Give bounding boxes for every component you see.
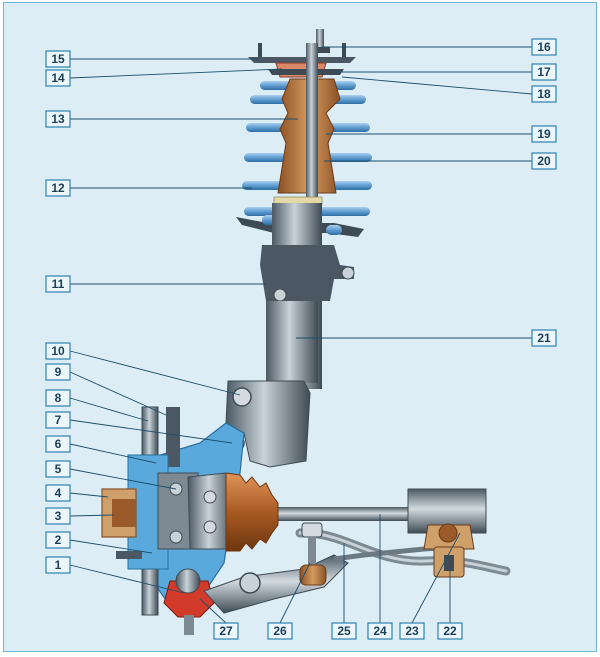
svg-text:19: 19 [537,127,551,141]
svg-text:12: 12 [51,181,65,195]
piston-rod [306,43,318,203]
svg-text:6: 6 [55,437,62,451]
svg-text:1: 1 [55,558,62,572]
svg-text:25: 25 [337,624,351,638]
label-26: 26 [267,622,293,640]
label-13: 13 [45,110,71,128]
label-6: 6 [45,435,71,453]
svg-text:20: 20 [537,154,551,168]
anti-roll-bar-bracket [423,523,475,578]
label-24: 24 [367,622,393,640]
svg-text:18: 18 [537,87,551,101]
lower-control-arm [203,554,349,614]
svg-text:16: 16 [537,40,551,54]
svg-text:11: 11 [52,277,65,291]
label-3: 3 [45,507,71,525]
svg-text:3: 3 [55,509,62,523]
label-7: 7 [45,411,71,429]
svg-text:14: 14 [51,71,65,85]
svg-text:27: 27 [219,624,233,638]
disc-shield [166,407,180,467]
svg-text:9: 9 [55,365,62,379]
label-9: 9 [45,363,71,381]
svg-text:17: 17 [537,65,551,79]
label-17: 17 [531,63,557,81]
svg-text:2: 2 [55,533,62,547]
label-21: 21 [531,329,557,347]
label-4: 4 [45,484,71,502]
label-19: 19 [531,125,557,143]
label-10: 10 [45,342,71,360]
label-16: 16 [531,38,557,56]
leader-lines [69,46,533,624]
diagram-canvas: 15 14 13 12 11 10 9 8 7 6 5 4 3 2 1 16 1… [3,2,597,652]
svg-text:4: 4 [55,486,62,500]
label-8: 8 [45,389,71,407]
suspension-diagram: 15 14 13 12 11 10 9 8 7 6 5 4 3 2 1 16 1… [45,29,557,640]
cv-joint [187,472,279,552]
label-11: 11 [45,275,71,293]
label-14: 14 [45,69,71,87]
svg-text:22: 22 [443,624,457,638]
svg-text:8: 8 [55,391,62,405]
label-20: 20 [531,152,557,170]
ball-joint [163,568,215,635]
label-18: 18 [531,85,557,103]
svg-text:7: 7 [55,413,62,427]
label-12: 12 [45,179,71,197]
label-25: 25 [331,622,357,640]
svg-text:23: 23 [405,624,419,638]
strut-body [225,196,355,468]
label-1: 1 [45,556,71,574]
label-23: 23 [399,622,425,640]
label-5: 5 [45,460,71,478]
svg-text:26: 26 [273,624,287,638]
label-22: 22 [437,622,463,640]
label-2: 2 [45,531,71,549]
svg-text:24: 24 [373,624,387,638]
svg-text:13: 13 [51,112,65,126]
svg-text:10: 10 [51,344,65,358]
label-15: 15 [45,50,71,68]
svg-text:5: 5 [55,462,62,476]
svg-text:15: 15 [51,52,65,66]
svg-text:21: 21 [537,331,551,345]
label-27: 27 [213,622,239,640]
